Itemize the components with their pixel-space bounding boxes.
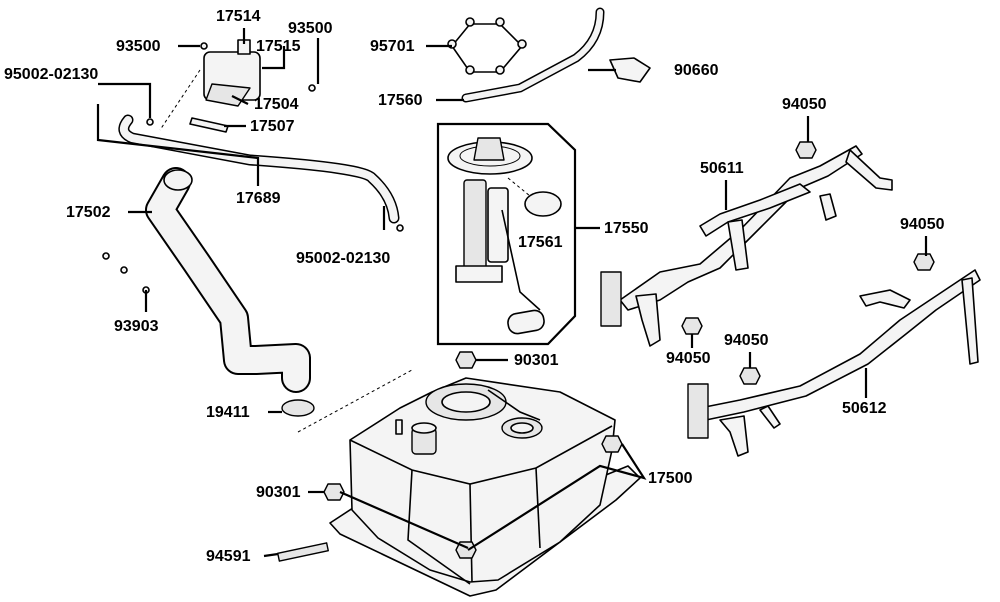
part-label-17561[interactable]: 17561 <box>518 234 563 251</box>
hose-17689[interactable] <box>118 114 400 224</box>
assembly-line-tank <box>297 369 413 433</box>
part-label-90301-top[interactable]: 90301 <box>514 352 559 369</box>
part-label-17514[interactable]: 17514 <box>216 8 261 25</box>
part-label-93500-left[interactable]: 93500 <box>116 38 161 55</box>
clip-95002-bottom[interactable] <box>396 224 404 232</box>
clip-95002-top[interactable] <box>146 118 154 126</box>
part-label-17500[interactable]: 17500 <box>648 470 693 487</box>
part-label-94050-right[interactable]: 94050 <box>900 216 945 233</box>
part-label-50612[interactable]: 50612 <box>842 400 887 417</box>
leader-lines <box>96 28 928 558</box>
part-label-93903[interactable]: 93903 <box>114 318 159 335</box>
part-label-94050-mid[interactable]: 94050 <box>724 332 769 349</box>
pump-seal[interactable] <box>524 191 562 217</box>
part-label-94050-left[interactable]: 94050 <box>666 350 711 367</box>
nut-94050-b[interactable] <box>913 253 935 271</box>
tube-17507[interactable] <box>189 117 229 133</box>
part-label-95002-02130-bottom[interactable]: 95002-02130 <box>296 250 391 267</box>
part-label-93500-right[interactable]: 93500 <box>288 20 333 37</box>
part-label-94591[interactable]: 94591 <box>206 548 251 565</box>
part-label-19411[interactable]: 19411 <box>206 404 250 421</box>
frame-50612[interactable] <box>687 269 981 457</box>
nut-94050-d[interactable] <box>739 367 761 385</box>
clip-90660[interactable] <box>609 57 651 83</box>
part-label-95701[interactable]: 95701 <box>370 38 415 55</box>
part-label-90301-left[interactable]: 90301 <box>256 484 301 501</box>
part-label-50611[interactable]: 50611 <box>700 160 744 177</box>
part-label-17515[interactable]: 17515 <box>256 38 301 55</box>
nut-94050-a[interactable] <box>795 141 817 159</box>
nut-tank-right[interactable] <box>601 435 623 453</box>
part-label-94050-top[interactable]: 94050 <box>782 96 827 113</box>
fuel-pump-module[interactable] <box>447 137 545 335</box>
part-label-90660[interactable]: 90660 <box>674 62 719 79</box>
clamp-19411[interactable] <box>281 399 315 417</box>
nut-90301-top[interactable] <box>455 351 477 369</box>
screw-93500-left[interactable] <box>200 42 208 50</box>
band-94591[interactable] <box>277 542 329 562</box>
part-label-17560[interactable]: 17560 <box>378 92 423 109</box>
part-label-95002-02130-top[interactable]: 95002-02130 <box>4 66 99 83</box>
frame-50611[interactable] <box>600 145 893 347</box>
fuel-tank[interactable] <box>329 377 641 597</box>
bolt-set-95701[interactable] <box>447 17 527 75</box>
valve-17504[interactable] <box>203 39 261 107</box>
filler-hose-17502[interactable] <box>145 167 311 393</box>
part-label-17689[interactable]: 17689 <box>236 190 281 207</box>
screws-93903[interactable] <box>102 252 150 294</box>
screw-93500-right[interactable] <box>308 84 316 92</box>
nut-94050-c[interactable] <box>681 317 703 335</box>
part-label-17504[interactable]: 17504 <box>254 96 299 113</box>
assembly-line-valve <box>159 69 201 131</box>
part-label-17507[interactable]: 17507 <box>250 118 295 135</box>
hose-17560[interactable] <box>461 7 605 103</box>
pump-assembly-outline <box>436 122 577 346</box>
part-label-17502[interactable]: 17502 <box>66 204 111 221</box>
part-label-17550[interactable]: 17550 <box>604 220 649 237</box>
